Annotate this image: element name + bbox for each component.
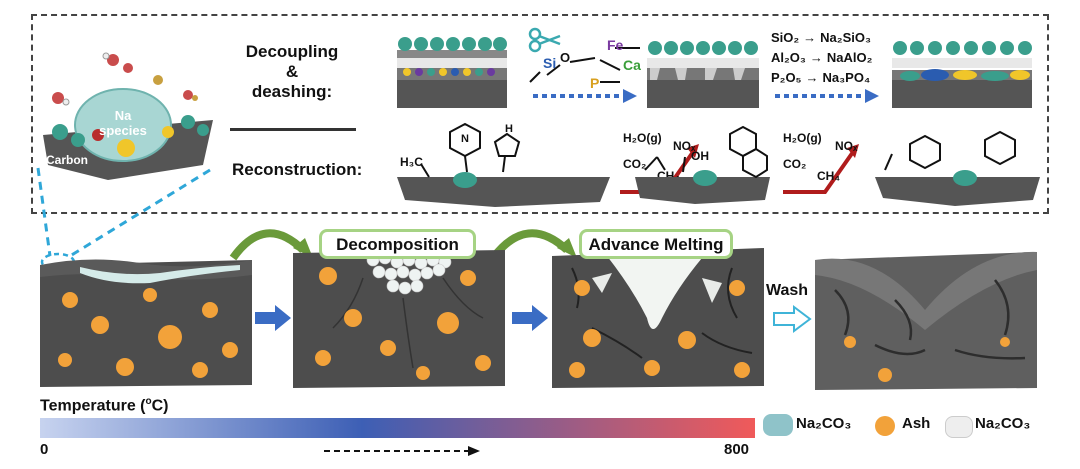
process-arrow-head (623, 89, 637, 103)
decoupling-row: Si O Fe Ca P SiO₂→Na₂SiO₃ Al₂O₃→NaAlO₂ P… (397, 27, 1032, 108)
ash-swatch (875, 416, 895, 436)
reaction-1: SiO₂→Na₂SiO₃ (771, 30, 871, 45)
temperature-title: Temperature (oC) (40, 396, 169, 415)
gas-molecule (192, 95, 198, 101)
gas-molecule (153, 75, 163, 85)
decoupling-label: Decoupling & deashing: (222, 42, 362, 102)
decoupling-line1: Decoupling (245, 42, 339, 61)
process-arrow-head (865, 89, 879, 103)
atom (162, 126, 174, 138)
h3c-label: H₃C (400, 155, 423, 169)
atom (197, 124, 209, 136)
atom (117, 139, 135, 157)
nox-label-1: NOₓ (673, 139, 696, 153)
block-arrow-2 (512, 305, 548, 331)
process-panel-decomposition (293, 250, 505, 388)
decoupling-line2: & (285, 62, 299, 81)
reaction-arrow-head (687, 144, 699, 158)
co2-label-1: CO₂ (623, 157, 646, 171)
atom (71, 133, 85, 147)
mechanism-panel (31, 14, 1049, 214)
gas-molecule (52, 92, 64, 104)
o-label: O (560, 50, 570, 65)
gas-molecule (102, 52, 110, 60)
h-label: H (505, 123, 513, 135)
si-label: Si (543, 55, 556, 71)
temperature-title-suffix: C) (151, 397, 169, 415)
layer-stack-3 (892, 41, 1032, 108)
reaction-2: Al₂O₃→NaAlO₂ (771, 50, 873, 65)
reaction-arrow-head (847, 144, 859, 158)
fe-label: Fe (607, 37, 624, 53)
reconstruction-row: H₃C N H H₂O(g) NOₓ CO₂ CH₄ OH H₂O(g) NOₓ… (397, 122, 1040, 207)
bond-sketch (529, 47, 640, 83)
h2o-label-1: H₂O(g) (623, 131, 662, 145)
scissors-icon (528, 27, 561, 53)
atom (693, 170, 717, 186)
decomposition-label: Decomposition (319, 229, 476, 259)
oh-label: OH (691, 149, 709, 163)
ch4-label-2: CH₄ (817, 169, 840, 183)
curved-arrow-2 (489, 229, 577, 261)
process-panel-washed (815, 251, 1037, 390)
layer-stack-1 (397, 37, 507, 108)
na-species-dome (74, 88, 172, 162)
wash-arrow (773, 305, 812, 333)
carbon-label: Carbon (46, 153, 88, 167)
nox-label-2: NOₓ (835, 139, 858, 153)
block-arrow-1 (255, 305, 291, 331)
advance-melting-label: Advance Melting (579, 229, 733, 259)
temperature-gradient-bar (40, 418, 755, 438)
layer-stack-2 (647, 41, 759, 108)
temperature-min-label: 0 (40, 441, 49, 458)
na2co3-label: Na₂CO₃ (796, 415, 852, 432)
atom (52, 124, 68, 140)
gas-molecule (123, 63, 133, 73)
atom (453, 172, 477, 188)
molecule-sketch-1 (420, 122, 521, 178)
temperature-direction-arrow (324, 446, 480, 456)
co2-label-2: CO₂ (783, 157, 806, 171)
na2co3-swatch (763, 414, 793, 436)
temperature-title-prefix: Temperature ( (40, 397, 146, 415)
gas-molecule (183, 90, 193, 100)
substrate-3 (875, 177, 1040, 206)
wash-label: Wash (766, 282, 809, 299)
temperature-max-label: 800 (724, 441, 750, 458)
reaction-arrow (783, 150, 855, 194)
na2co3-molten-swatch (945, 416, 973, 438)
substrate-2 (635, 177, 770, 204)
atom (92, 129, 104, 141)
reconstruction-label: Reconstruction: (232, 160, 363, 179)
p-label: P (590, 75, 599, 91)
ash-label: Ash (902, 415, 931, 432)
ca-label: Ca (623, 57, 641, 73)
temperature-title-super: o (145, 396, 152, 407)
divider-line (230, 128, 356, 131)
gas-molecule (107, 54, 119, 66)
na2co3-molten-label: Na₂CO₃ (975, 415, 1031, 432)
n-label: N (461, 133, 469, 145)
process-panel-initial (40, 259, 252, 387)
atom (181, 115, 195, 129)
gas-molecule (62, 98, 70, 106)
decoupling-line3: deashing: (251, 82, 333, 101)
reaction-3: P₂O₅→Na₃PO₄ (771, 70, 870, 85)
process-panel-melting (552, 248, 764, 388)
molecule-sketch-2 (644, 125, 768, 179)
molecule-sketch-3 (884, 130, 1016, 171)
substrate-1 (397, 177, 610, 207)
h2o-label-2: H₂O(g) (783, 131, 822, 145)
atom (953, 170, 977, 186)
